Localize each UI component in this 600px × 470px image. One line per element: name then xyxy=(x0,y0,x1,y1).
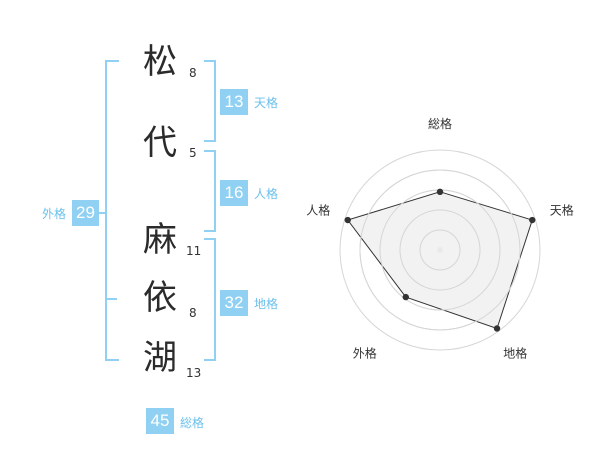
radar-point-1 xyxy=(436,188,444,195)
stroke-count-4: 8 xyxy=(189,306,197,320)
chikaku-bracket xyxy=(204,238,216,361)
radar-axis-label-3: 地格 xyxy=(503,346,527,361)
radar-point-5 xyxy=(344,216,351,224)
tenkaku-label: 天格 xyxy=(254,96,279,110)
gaikaku-value: 29 xyxy=(72,200,99,226)
jinkaku-label: 人格 xyxy=(254,187,279,201)
radar-polygon xyxy=(346,191,533,330)
name-char-3: 麻 xyxy=(143,220,177,260)
radar-axis-label-4: 外格 xyxy=(353,346,377,361)
stroke-count-3: 11 xyxy=(186,244,202,258)
radar-ring-inner xyxy=(359,169,521,331)
gaikaku-bracket-mid-tick xyxy=(105,298,117,300)
chikaku-label: 地格 xyxy=(254,297,279,311)
soukaku-value: 45 xyxy=(146,408,174,434)
radar-ring-inner xyxy=(399,209,481,291)
name-char-4: 依 xyxy=(143,278,177,318)
jinkaku-bracket xyxy=(204,150,216,232)
stroke-count-1: 8 xyxy=(189,66,197,80)
stroke-count-5: 13 xyxy=(186,366,202,380)
radar-axis-label-5: 人格 xyxy=(306,202,330,217)
radar-axis-label-1: 総格 xyxy=(428,116,452,131)
tenkaku-value: 13 xyxy=(220,89,248,115)
name-char-5: 湖 xyxy=(143,338,177,378)
gaikaku-label: 外格 xyxy=(42,207,67,221)
tenkaku-bracket xyxy=(204,60,216,142)
radar-ring xyxy=(339,149,541,351)
radar-point-2 xyxy=(529,216,536,224)
jinkaku-value: 16 xyxy=(220,180,248,206)
stroke-count-2: 5 xyxy=(189,146,197,160)
radar-axis-label-2: 天格 xyxy=(550,202,574,217)
radar-point-4 xyxy=(402,293,409,301)
radar-ring-inner xyxy=(419,229,461,271)
radar-point-3 xyxy=(493,325,501,332)
chikaku-value: 32 xyxy=(220,290,248,316)
gaikaku-bracket xyxy=(105,60,119,361)
name-char-1: 松 xyxy=(143,42,177,82)
gaikaku-bracket-connector xyxy=(93,212,105,214)
name-char-2: 代 xyxy=(143,123,177,163)
soukaku-label: 総格 xyxy=(180,416,205,430)
